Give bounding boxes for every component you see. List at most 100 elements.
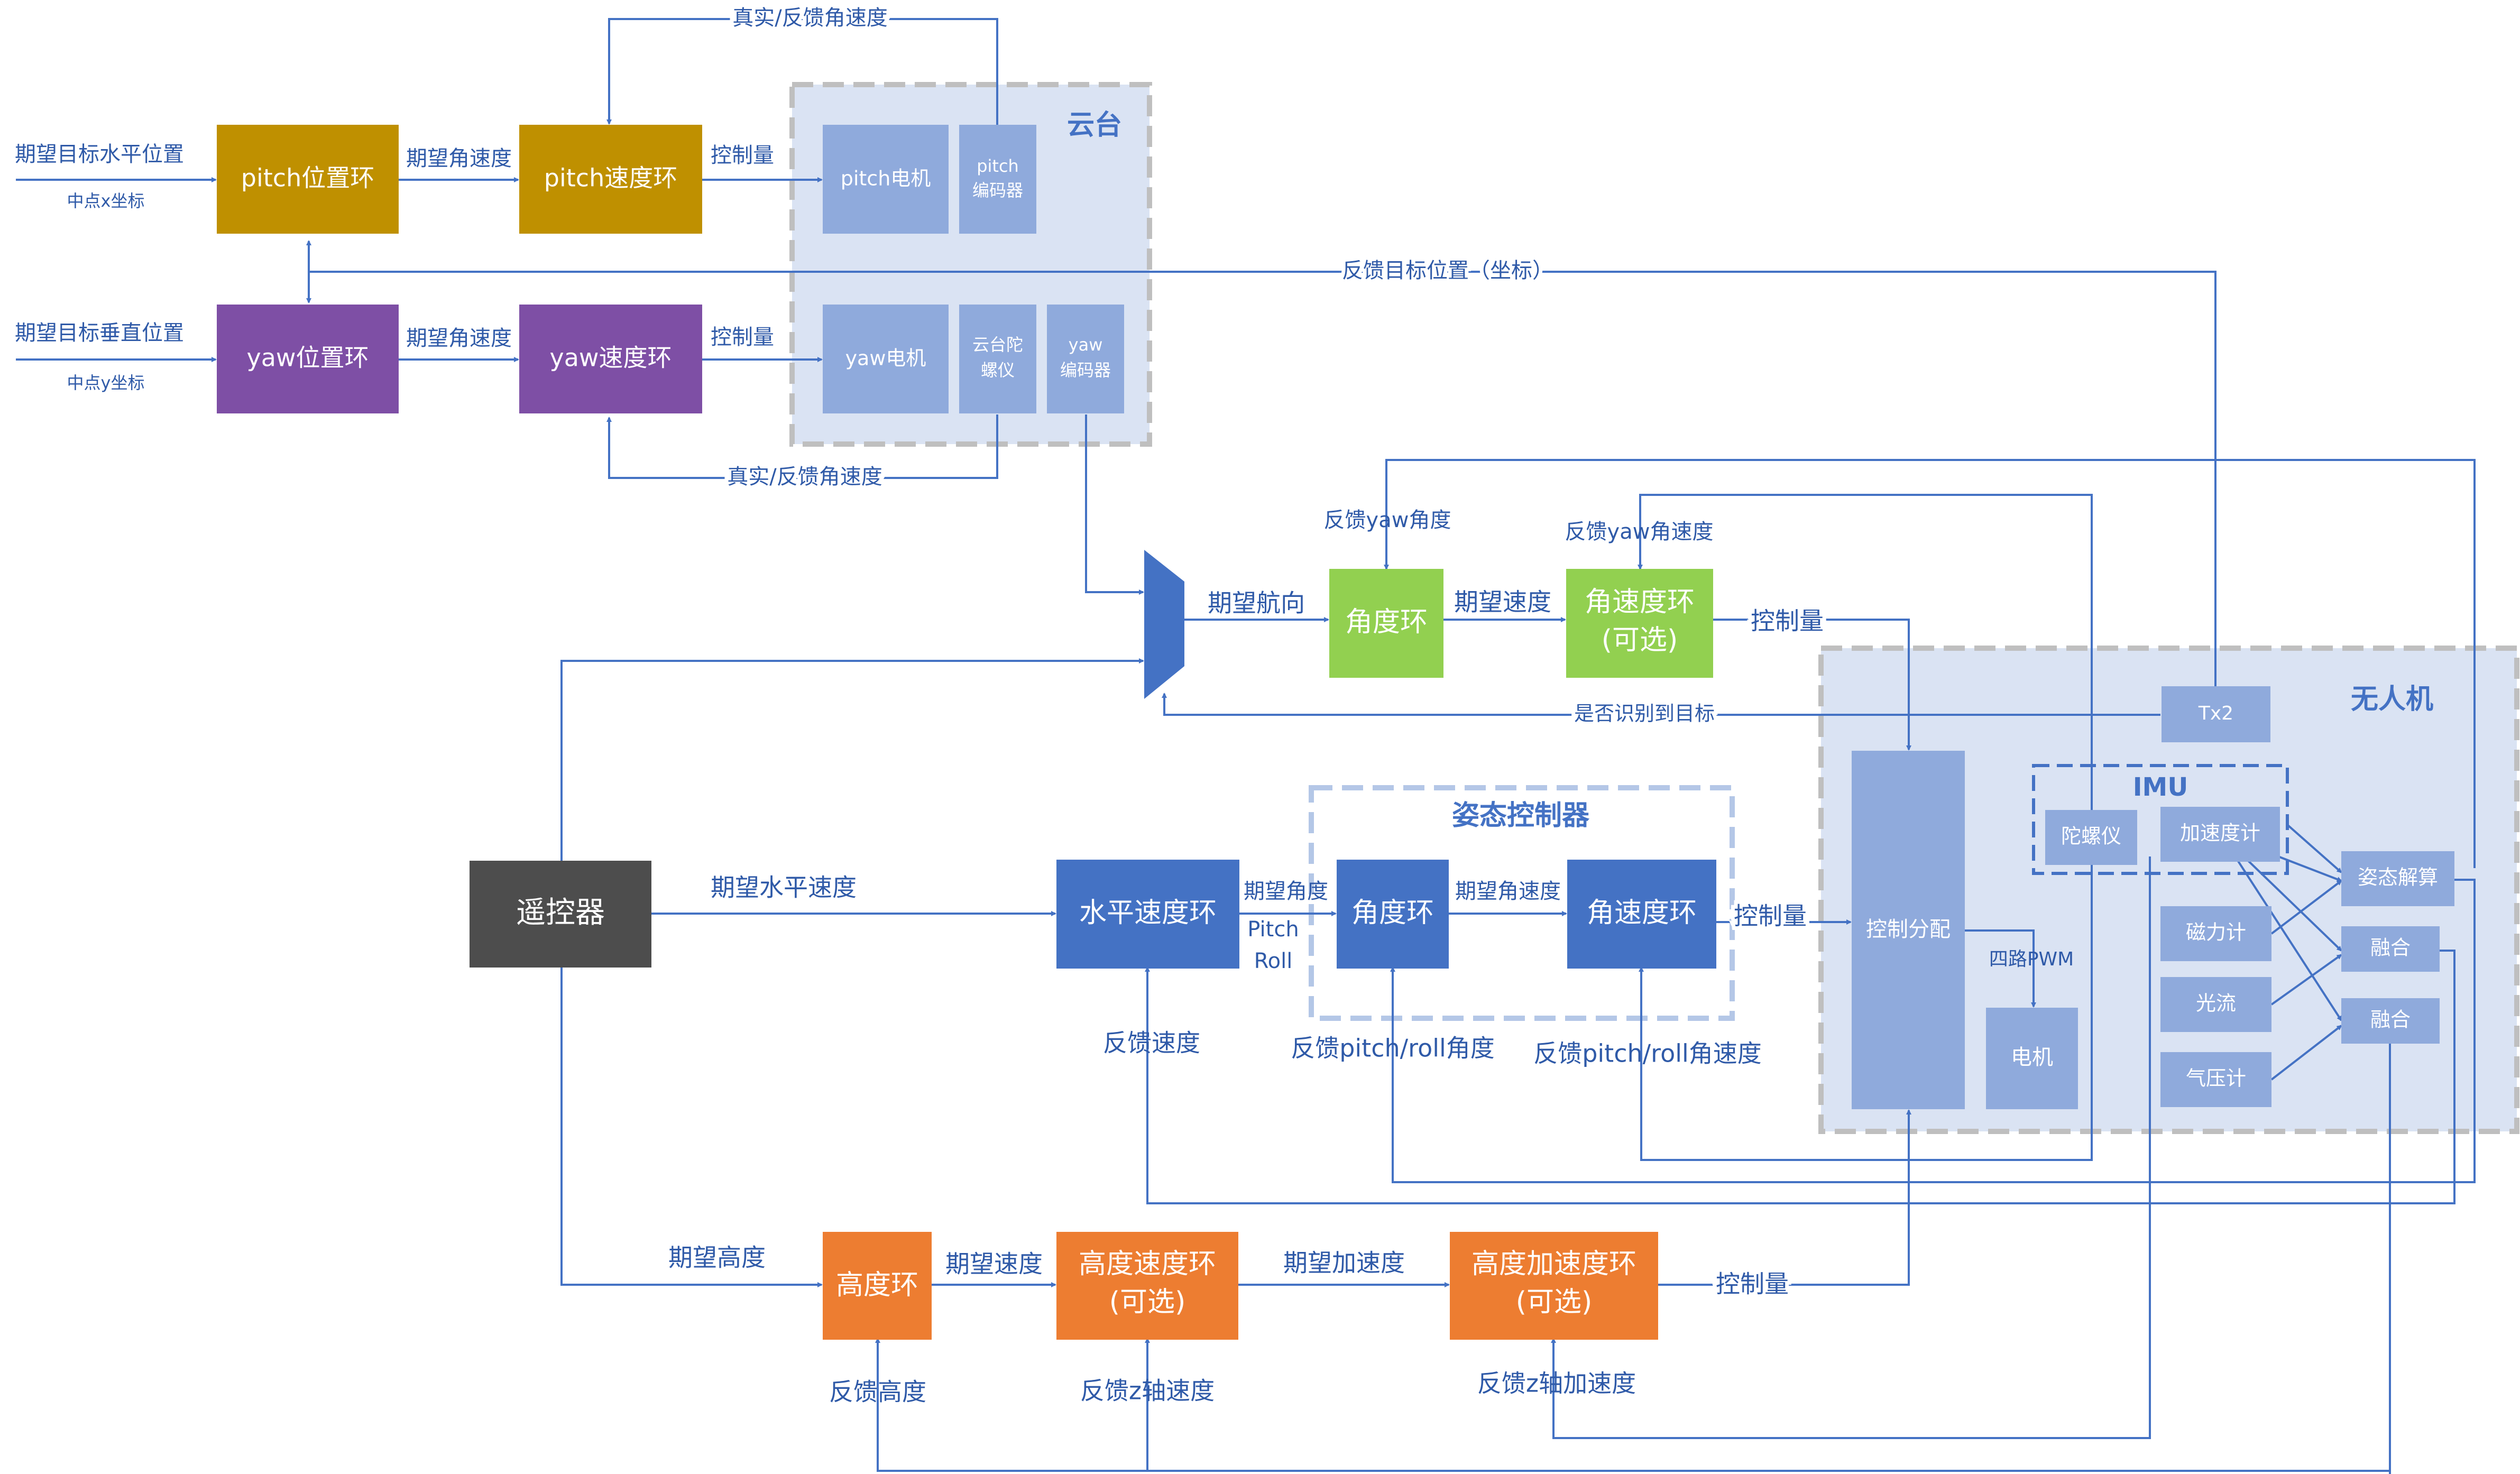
optical-flow-label: 光流 (2196, 992, 2236, 1015)
label-control-yaw: 控制量 (711, 325, 774, 349)
label-four-pwm: 四路PWM (1989, 948, 2074, 970)
height-speed-loop-label-1: 高度速度环 (1079, 1248, 1216, 1280)
label-center-y: 中点y坐标 (67, 373, 145, 393)
accelerometer: 加速度计 (2160, 807, 2280, 862)
yaw-position-loop: yaw位置环 (217, 305, 399, 413)
heading-angvel-loop-label-1: 角速度环 (1585, 586, 1695, 618)
pitch-speed-loop: pitch速度环 (519, 125, 702, 234)
label-target-detected: 是否识别到目标 (1574, 702, 1715, 725)
label-feedback-target-pos: 反馈目标位置（坐标） (1342, 259, 1553, 283)
label-control-pitch: 控制量 (711, 143, 774, 168)
pitch-motor: pitch电机 (823, 125, 949, 234)
remote-controller-label: 遥控器 (516, 896, 605, 930)
motor-label: 电机 (2011, 1045, 2053, 1070)
attitude-title: 姿态控制器 (1452, 800, 1590, 832)
attitude-controller-region: 姿态控制器 (1309, 785, 1735, 1021)
label-roll-word: Roll (1254, 949, 1293, 973)
magnetometer-label: 磁力计 (2186, 921, 2246, 944)
label-desired-acc: 期望加速度 (1283, 1249, 1405, 1277)
yaw-encoder: yaw 编码器 (1047, 305, 1124, 413)
connections (16, 18, 2476, 1474)
height-acc-loop: 高度加速度环 (可选) (1450, 1232, 1658, 1340)
imu-region: IMU (2032, 764, 2289, 875)
label-real-feedback-top: 真实/反馈角速度 (732, 6, 887, 30)
yaw-motor: yaw电机 (823, 305, 949, 413)
attitude-angvel-loop-label: 角速度环 (1587, 897, 1697, 929)
horizontal-speed-loop: 水平速度环 (1056, 860, 1239, 969)
yaw-encoder-label-2: 编码器 (1060, 360, 1111, 380)
label-feedback-pr-angle: 反馈pitch/roll角度 (1291, 1034, 1495, 1063)
optical-flow: 光流 (2160, 977, 2271, 1032)
label-control-bottom: 控制量 (1716, 1270, 1789, 1298)
label-desired-height: 期望高度 (668, 1243, 766, 1272)
label-desired-heading: 期望航向 (1208, 589, 1305, 618)
fusion-2: 融合 (2341, 998, 2440, 1044)
signal-labels: 期望目标水平位置 中点x坐标 期望目标垂直位置 中点y坐标 期望角速度 期望角速… (15, 2, 2074, 1406)
pitch-position-loop-label: pitch位置环 (241, 164, 374, 192)
yaw-position-loop-label: yaw位置环 (246, 344, 369, 372)
height-loop-label: 高度环 (836, 1269, 918, 1301)
label-feedback-z-speed: 反馈z轴速度 (1080, 1377, 1215, 1405)
accelerometer-label: 加速度计 (2180, 822, 2260, 845)
yaw-motor-label: yaw电机 (845, 347, 926, 370)
gimbal-gyro-label-1: 云台陀 (972, 335, 1023, 355)
remote-controller: 遥控器 (470, 861, 651, 968)
fusion-2-label: 融合 (2370, 1008, 2411, 1031)
motor: 电机 (1986, 1008, 2078, 1109)
heading-angle-loop-label: 角度环 (1345, 606, 1428, 638)
attitude-angvel-loop: 角速度环 (1567, 860, 1716, 969)
height-acc-loop-label-2: (可选) (1516, 1286, 1593, 1318)
label-pitch-word: Pitch (1247, 917, 1299, 942)
control-allocation: 控制分配 (1852, 751, 1965, 1109)
attitude-solver-label: 姿态解算 (2358, 866, 2438, 889)
attitude-angle-loop: 角度环 (1337, 860, 1449, 969)
control-allocation-label: 控制分配 (1866, 917, 1951, 942)
pitch-speed-loop-label: pitch速度环 (544, 164, 677, 192)
fusion-1: 融合 (2341, 926, 2440, 972)
imu-title: IMU (2133, 772, 2188, 802)
label-feedback-yaw-angvel: 反馈yaw角速度 (1565, 520, 1714, 544)
pitch-motor-label: pitch电机 (841, 167, 931, 190)
label-feedback-z-acc: 反馈z轴加速度 (1477, 1369, 1636, 1398)
gyroscope-label: 陀螺仪 (2061, 825, 2121, 848)
yaw-encoder-label-1: yaw (1069, 335, 1103, 355)
label-control-mid: 控制量 (1734, 902, 1807, 931)
label-control-top: 控制量 (1751, 607, 1824, 635)
heading-angvel-loop-label-2: (可选) (1602, 624, 1678, 656)
fusion-1-label: 融合 (2370, 936, 2411, 960)
pitch-encoder-label-2: 编码器 (972, 180, 1023, 200)
barometer-label: 气压计 (2186, 1067, 2246, 1090)
tx2-label: Tx2 (2198, 703, 2233, 724)
label-desired-angvel-mid: 期望角速度 (1455, 879, 1561, 904)
label-real-feedback-bottom: 真实/反馈角速度 (727, 465, 882, 489)
attitude-solver: 姿态解算 (2341, 851, 2454, 906)
label-feedback-height: 反馈高度 (829, 1378, 926, 1406)
yaw-speed-loop: yaw速度环 (519, 305, 702, 413)
label-desired-angvel-yaw: 期望角速度 (406, 326, 512, 351)
height-acc-loop-label-1: 高度加速度环 (1471, 1248, 1636, 1280)
label-desired-angle: 期望角度 (1244, 879, 1328, 904)
label-target-horizontal: 期望目标水平位置 (15, 142, 184, 167)
height-speed-loop-label-2: (可选) (1109, 1286, 1186, 1318)
label-desired-speed-top: 期望速度 (1454, 588, 1551, 616)
label-target-vertical: 期望目标垂直位置 (15, 321, 184, 345)
gimbal-title: 云台 (1067, 109, 1122, 141)
label-desired-horizontal-speed: 期望水平速度 (711, 873, 857, 902)
heading-angle-loop: 角度环 (1329, 569, 1443, 678)
barometer: 气压计 (2160, 1052, 2271, 1107)
label-desired-angvel-pitch: 期望角速度 (406, 146, 512, 171)
height-loop: 高度环 (823, 1232, 932, 1340)
pitch-position-loop: pitch位置环 (217, 125, 399, 234)
selector-mux (1144, 550, 1184, 699)
gimbal-gyro-label-2: 螺仪 (981, 360, 1015, 380)
label-desired-speed-bottom: 期望速度 (945, 1250, 1043, 1278)
gyroscope: 陀螺仪 (2045, 810, 2137, 865)
yaw-speed-loop-label: yaw速度环 (549, 344, 672, 372)
label-feedback-pr-angvel: 反馈pitch/roll角速度 (1533, 1039, 1762, 1068)
drone-title: 无人机 (2351, 684, 2433, 715)
label-center-x: 中点x坐标 (67, 191, 145, 211)
pitch-encoder: pitch 编码器 (959, 125, 1036, 234)
height-speed-loop: 高度速度环 (可选) (1056, 1232, 1238, 1340)
gimbal-gyro: 云台陀 螺仪 (959, 305, 1036, 413)
